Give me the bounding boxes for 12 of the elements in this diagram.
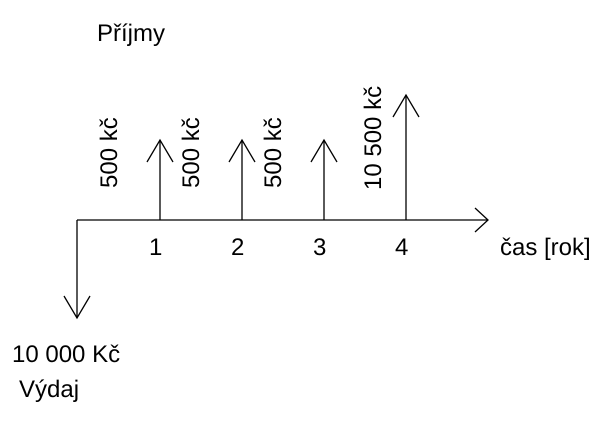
axis-label: čas [rok] [500,234,591,262]
expense-label: Výdaj [19,376,80,404]
period-number: 1 [149,234,162,262]
cash-amount: 500 kč [260,117,288,188]
income-label: Příjmy [97,20,165,48]
period-number: 4 [395,234,408,262]
cash-amount: 500 kč [178,117,206,188]
period-number: 2 [231,234,244,262]
cash-amount: 10 500 kč [360,86,388,190]
cash-amount: 10 000 Kč [12,341,120,369]
period-number: 3 [313,234,326,262]
cash-amount: 500 kč [96,117,124,188]
